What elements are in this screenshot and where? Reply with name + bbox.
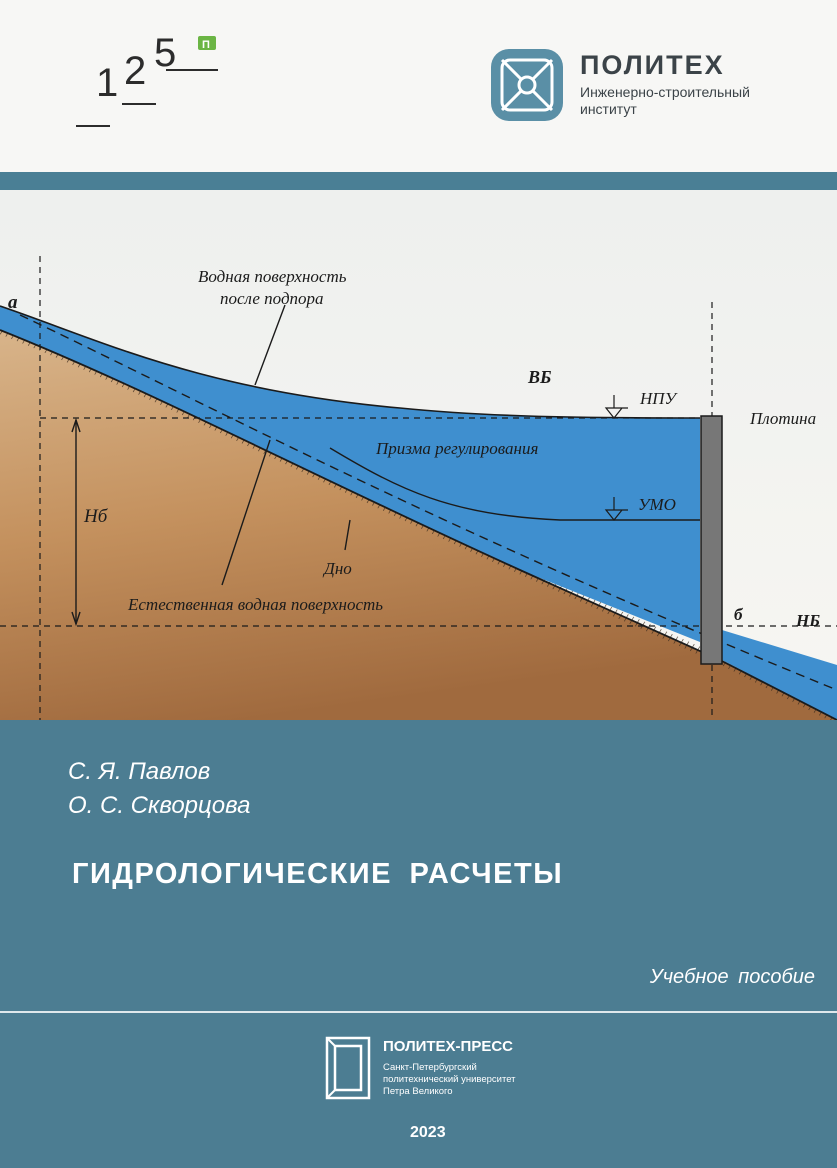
cover-top: 1 2 5 П ПОЛИТЕХ Инженерно-строительный и…: [0, 0, 837, 172]
logo-digit-2: 2: [124, 49, 146, 93]
divider: [0, 1011, 837, 1013]
publisher-line-2: политехнический университет: [383, 1074, 516, 1085]
institute-subtitle-line-1: Инженерно-строительный: [580, 84, 750, 100]
book-title: ГИДРОЛОГИЧЕСКИЕ РАСЧЕТЫ: [72, 858, 564, 890]
label-prism: Призма регулирования: [375, 439, 538, 458]
publisher-logo: ПОЛИТЕХ-ПРЕСС Санкт-Петербургский полите…: [325, 1036, 565, 1106]
label-point-b: б: [734, 605, 744, 624]
label-bottom: Дно: [322, 559, 352, 578]
logo-badge: [198, 36, 216, 50]
label-surface-after-2: после подпора: [220, 289, 324, 308]
label-umo: УМО: [638, 495, 676, 514]
label-surface-after: Водная поверхность: [198, 267, 347, 286]
publisher-line-1: Санкт-Петербургский: [383, 1062, 477, 1073]
label-height: Нб: [83, 506, 109, 527]
top-stripe: [0, 172, 837, 190]
institute-name: ПОЛИТЕХ: [580, 50, 725, 80]
institute-subtitle: Инженерно-строительный институт: [580, 84, 750, 118]
logo-badge-letter: П: [202, 39, 210, 51]
label-point-a: а: [8, 292, 18, 313]
label-natural-surface: Естественная водная поверхность: [127, 595, 383, 614]
reservoir-diagram: Водная поверхность после подпора а ВБ НП…: [0, 190, 837, 720]
natural-surface-line: [19, 314, 837, 691]
publication-year: 2023: [410, 1124, 446, 1141]
institute-logo: ПОЛИТЕХ Инженерно-строительный институт: [488, 46, 818, 126]
label-dam: Плотина: [749, 409, 816, 428]
institute-subtitle-line-2: институт: [580, 101, 637, 117]
publisher-line-3: Петра Великого: [383, 1086, 453, 1097]
label-npu: НПУ: [639, 389, 679, 408]
author-2: О. С. Скворцова: [68, 792, 251, 819]
author-1: С. Я. Павлов: [68, 758, 211, 785]
publisher-name: ПОЛИТЕХ-ПРЕСС: [383, 1038, 514, 1055]
publisher-book-icon: [325, 1036, 371, 1100]
label-lower-pool: НБ: [795, 611, 820, 630]
institute-emblem-icon: [491, 49, 563, 121]
logo-digit-1: 1: [96, 61, 118, 105]
tailwater: [722, 630, 837, 720]
anniversary-logo: 1 2 5 П: [76, 31, 218, 127]
label-upper-pool: ВБ: [527, 367, 551, 387]
logo-digit-5: 5: [154, 31, 176, 75]
cover-bottom: [0, 720, 837, 1168]
book-type: Учебное пособие: [649, 966, 815, 988]
dam: [700, 415, 723, 665]
